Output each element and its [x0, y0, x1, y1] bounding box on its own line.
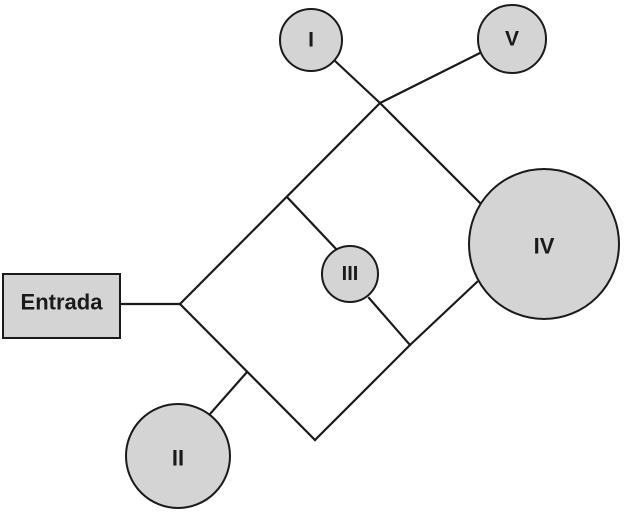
node-iii: III: [321, 245, 379, 303]
node-iv-circle: [468, 168, 620, 320]
node-iv-label: IV: [534, 234, 555, 259]
edge-branch-to-ii: [208, 370, 249, 416]
edge-iii-to-right: [367, 296, 412, 347]
edge-top-to-iv: [378, 101, 483, 206]
node-i: I: [279, 8, 343, 72]
edge-right-to-bottom: [313, 343, 412, 442]
node-i-label: I: [308, 29, 314, 52]
node-v-circle: [477, 4, 547, 74]
edge-left-to-top: [178, 101, 382, 306]
node-iii-circle: [321, 245, 379, 303]
node-ii: II: [125, 403, 231, 509]
node-ii-label: II: [172, 446, 184, 471]
entrada-label: Entrada: [21, 290, 104, 315]
edge-branch-to-iii: [285, 195, 339, 252]
entrada-box: [2, 273, 121, 339]
edge-top-to-i: [332, 58, 382, 105]
node-ii-circle: [125, 403, 231, 509]
edge-top-to-v: [378, 51, 482, 105]
connection-lines: [118, 51, 483, 442]
edge-iv-to-right: [408, 280, 479, 347]
node-v-label: V: [505, 28, 519, 51]
node-iv: IV: [468, 168, 620, 320]
node-i-circle: [279, 8, 343, 72]
entrada-node: Entrada: [2, 273, 121, 339]
node-iii-label: III: [342, 263, 359, 285]
node-v: V: [477, 4, 547, 74]
